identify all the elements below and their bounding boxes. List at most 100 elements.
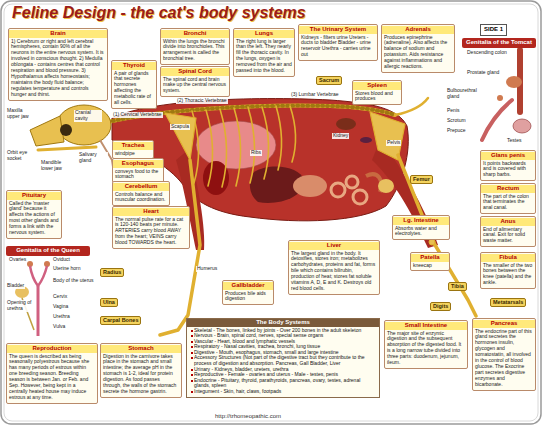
info-box: Glans penisIt points backwards and is co… — [480, 150, 536, 181]
skull — [60, 124, 72, 136]
body-text: Ulna — [103, 299, 115, 306]
bone-tag: Carpal Bones — [100, 316, 141, 325]
organs — [353, 190, 367, 204]
body-text: The part of the colon that terminates th… — [483, 194, 533, 212]
info-box: AnusEnd of alimentary canal. Exit for so… — [480, 216, 536, 247]
bone-tag: Digits — [430, 302, 451, 311]
body-text: Femur — [413, 176, 430, 183]
body-text: Stores blood and produces — [355, 91, 399, 103]
skeleton — [165, 113, 196, 160]
heading-text: Glans penis — [481, 152, 535, 160]
tomcat-genitalia — [482, 100, 512, 140]
info-box: HeartThe normal pulse rate for a cat is … — [112, 206, 190, 249]
part-label: (2) Thoracic Vertebrae — [176, 98, 228, 104]
diagram-title: Feline Design - the cat's body systems — [12, 4, 306, 22]
info-box: Spinal CordThe spinal cord and brain mak… — [160, 66, 230, 97]
skull — [30, 116, 64, 146]
info-box: PituitaryCalled the 'master gland' becau… — [6, 190, 62, 239]
organs — [360, 137, 372, 143]
body-text: A pair of glands that secrete hormones a… — [114, 71, 154, 106]
body-text: SIDE 1 — [484, 26, 503, 34]
bone-tag: Radius — [100, 268, 124, 277]
tomcat-genitalia — [506, 76, 522, 88]
part-label: Bulbourethral gland — [446, 88, 486, 100]
bone-tag: Ulna — [100, 298, 118, 307]
info-box: FibulaThe smaller of the two bones betwe… — [480, 252, 536, 289]
body-text: Controls balance and muscular coordinati… — [115, 192, 167, 204]
info-box: Lg. IntestineAbsorbs water and electroly… — [392, 215, 450, 240]
heading-text: Pancreas — [473, 320, 535, 328]
info-box: PancreasThe endocrine part of this gland… — [472, 318, 536, 391]
info-box: AdrenalsProduces epinephrine (adrenaline… — [381, 24, 455, 73]
body-text: Metatarsals — [493, 299, 523, 306]
info-box: Brain1) Cerebrum or right and left cereb… — [8, 28, 108, 101]
info-box: ReproductionThe queen is described as be… — [6, 343, 98, 404]
section-banner: Genitalia of the Queen — [6, 246, 90, 256]
heading-text: Thyroid — [112, 62, 156, 70]
info-box: RectumThe part of the colon that termina… — [480, 183, 536, 214]
heading-text: Brain — [9, 30, 107, 38]
body-text: Carpal Bones — [103, 317, 138, 324]
part-label: Maxilla upper jaw — [6, 108, 32, 120]
part-label: Humerus — [196, 266, 218, 272]
skeleton — [206, 110, 213, 186]
part-label: Mandible lower jaw — [40, 160, 72, 172]
info-box: CerebellumControls balance and muscular … — [112, 181, 170, 206]
heading-text: Pituitary — [7, 192, 61, 200]
part-label: Scapula — [170, 124, 190, 130]
part-label: Oviduct — [52, 257, 71, 263]
cat-body — [112, 99, 438, 250]
info-box: The Urinary SystemKidneys - filters urin… — [298, 24, 378, 61]
body-text: The endocrine part of this gland secrete… — [475, 329, 533, 388]
list-item: Accessory Structures (Not part of the di… — [190, 355, 376, 366]
body-text: Genitalia of the Tomcat — [465, 39, 533, 47]
info-box: Patellakneecap — [410, 252, 450, 271]
tomcat-genitalia — [497, 95, 503, 101]
heading-text: Gallbladder — [223, 282, 273, 290]
body-text: Digestion in the carnivore takes place i… — [103, 354, 179, 395]
part-label: Vagina — [52, 304, 69, 310]
source-url: http://trhomeopathic.com — [215, 413, 281, 420]
part-label: Descending colon — [466, 50, 508, 56]
body-text: windpipe — [115, 151, 151, 157]
heading-text: Trachea — [113, 142, 153, 150]
organs — [196, 121, 276, 169]
heading-text: Rectum — [481, 185, 535, 193]
organs — [331, 183, 345, 197]
part-label: Orbit eye socket — [6, 150, 34, 162]
systems-list-box: The Body SystemsSkeletal - The bones, li… — [186, 318, 380, 398]
body-text: End of alimentary canal. Exit for solid … — [483, 227, 533, 245]
body-text: Tibia — [451, 283, 464, 290]
body-text: The right lung is larger than the left. … — [236, 39, 292, 74]
skeleton — [248, 107, 255, 183]
body-text: conveys food to the stomach — [115, 169, 161, 181]
organs — [336, 118, 356, 130]
skeleton — [220, 109, 227, 187]
body-text: The normal pulse rate for a cat is 120-1… — [115, 217, 187, 247]
part-label: Scrotum — [446, 118, 467, 124]
info-box: BronchiWithin the lungs the bronchi divi… — [160, 28, 230, 65]
bone-tag: Sacrum — [316, 76, 342, 85]
skeleton — [234, 108, 241, 186]
heading-text: Stomach — [101, 345, 181, 353]
info-box: GallbladderProduces bile aids digestion — [222, 280, 274, 305]
list-item: Endocrine - Pituitary, thyroid, parathyr… — [190, 378, 376, 389]
part-label: Cervix — [52, 294, 68, 300]
skull — [57, 105, 111, 145]
heading-text: Reproduction — [7, 345, 97, 353]
body-text: Kidneys - filters urine Ureters - ducts … — [301, 35, 375, 59]
info-box: Small IntestineThe major site of enzymic… — [384, 320, 468, 369]
skeleton — [370, 112, 405, 160]
body-text: Genitalia of the Queen — [9, 247, 87, 255]
info-box: StomachDigestion in the carnivore takes … — [100, 343, 182, 398]
part-label: Salivary gland — [78, 152, 108, 164]
part-label: Body of the uterus — [52, 278, 96, 284]
skull — [30, 105, 118, 200]
part-label: Vulva — [52, 324, 66, 330]
info-box: ThyroidA pair of glands that secrete hor… — [111, 60, 157, 109]
heading-text: The Body Systems — [187, 319, 379, 327]
heading-text: Heart — [113, 208, 189, 216]
heading-text: Lungs — [234, 30, 294, 38]
